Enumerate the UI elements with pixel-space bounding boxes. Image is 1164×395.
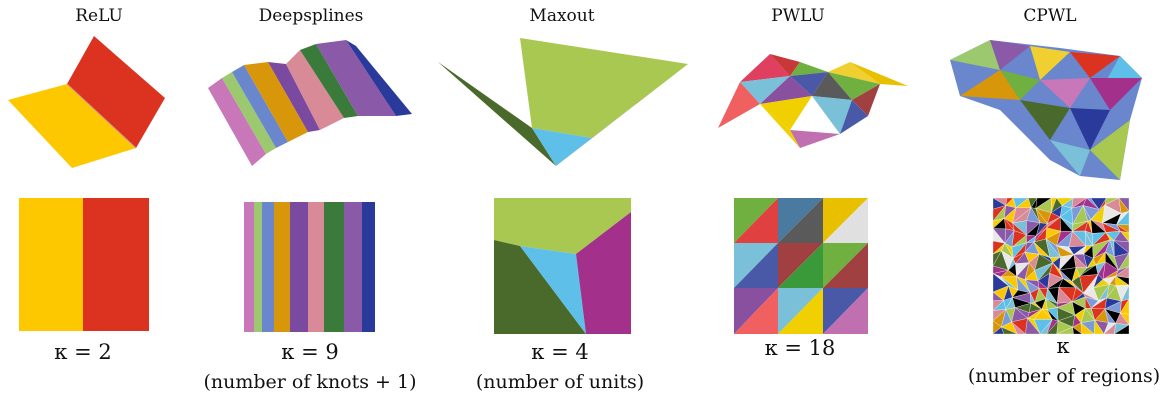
kappa-relu: κ = 2	[54, 340, 112, 364]
panel-title-pwlu: PWLU	[771, 6, 825, 26]
maxout-flat-partition	[494, 198, 631, 334]
cpwl-region	[1001, 326, 1018, 335]
cpwl-region	[1080, 322, 1095, 335]
panel-title-deepsplines: Deepsplines	[258, 6, 364, 26]
cpwl-region	[1093, 319, 1105, 335]
panel-title-cpwl: CPWL	[1023, 6, 1077, 26]
cpwl-region	[1072, 326, 1083, 335]
panel-title-relu: ReLU	[75, 6, 123, 26]
cpwl-flat-partition	[992, 197, 1130, 335]
kappa-cpwl: κ	[1056, 334, 1070, 358]
panel-title-maxout: Maxout	[529, 6, 595, 26]
cpwl-region	[1025, 318, 1041, 335]
deepsplines-flat-partition	[244, 202, 375, 332]
cpwl-region	[1113, 324, 1130, 335]
kappa-maxout: κ = 4	[531, 340, 589, 364]
relu-flat-partition	[19, 198, 149, 331]
subtitle-maxout: (number of units)	[475, 371, 645, 393]
subtitle-cpwl: (number of regions)	[967, 365, 1161, 387]
kappa-pwlu: κ = 18	[764, 336, 836, 360]
cpwl-region	[1011, 321, 1026, 335]
subtitle-deepsplines: (number of knots + 1)	[203, 371, 417, 393]
kappa-deepsplines: κ = 9	[281, 340, 339, 364]
pwlu-flat-partition	[734, 198, 868, 334]
